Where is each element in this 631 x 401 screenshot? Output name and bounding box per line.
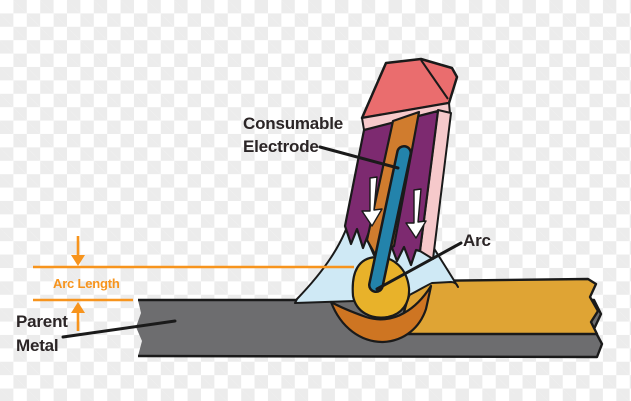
arc-length-label: Arc Length <box>53 276 120 291</box>
gas-flow-arrow-right-icon <box>405 188 427 239</box>
arc-length-up-arrow-head-icon <box>71 302 85 313</box>
arc-label: Arc <box>463 231 491 250</box>
weld-pool <box>329 284 433 344</box>
consumable-electrode-label-line1: Consumable <box>243 114 344 133</box>
gas-flow-arrow-left-icon <box>361 176 383 227</box>
parent-metal-label-line1: Parent <box>16 312 68 331</box>
consumable-electrode-label-line2: Electrode <box>243 137 319 156</box>
pointer-lines <box>61 145 463 339</box>
electrode-cap-fold-line <box>420 59 449 100</box>
core-wire <box>370 147 410 291</box>
parent-metal-label: Parent Metal <box>16 310 68 358</box>
electrode-assembly <box>343 57 459 293</box>
arc-length-dimension <box>33 236 354 331</box>
arc-length-down-arrow-head-icon <box>71 255 85 266</box>
arc-pointer-line <box>375 241 463 291</box>
parent-metal-pointer-line <box>61 319 177 339</box>
consumable-electrode-label: Consumable Electrode <box>243 112 343 158</box>
consumable-electrode-pointer-line <box>318 145 400 170</box>
weld-bead <box>401 277 600 336</box>
parent-metal-label-line2: Metal <box>16 336 59 355</box>
